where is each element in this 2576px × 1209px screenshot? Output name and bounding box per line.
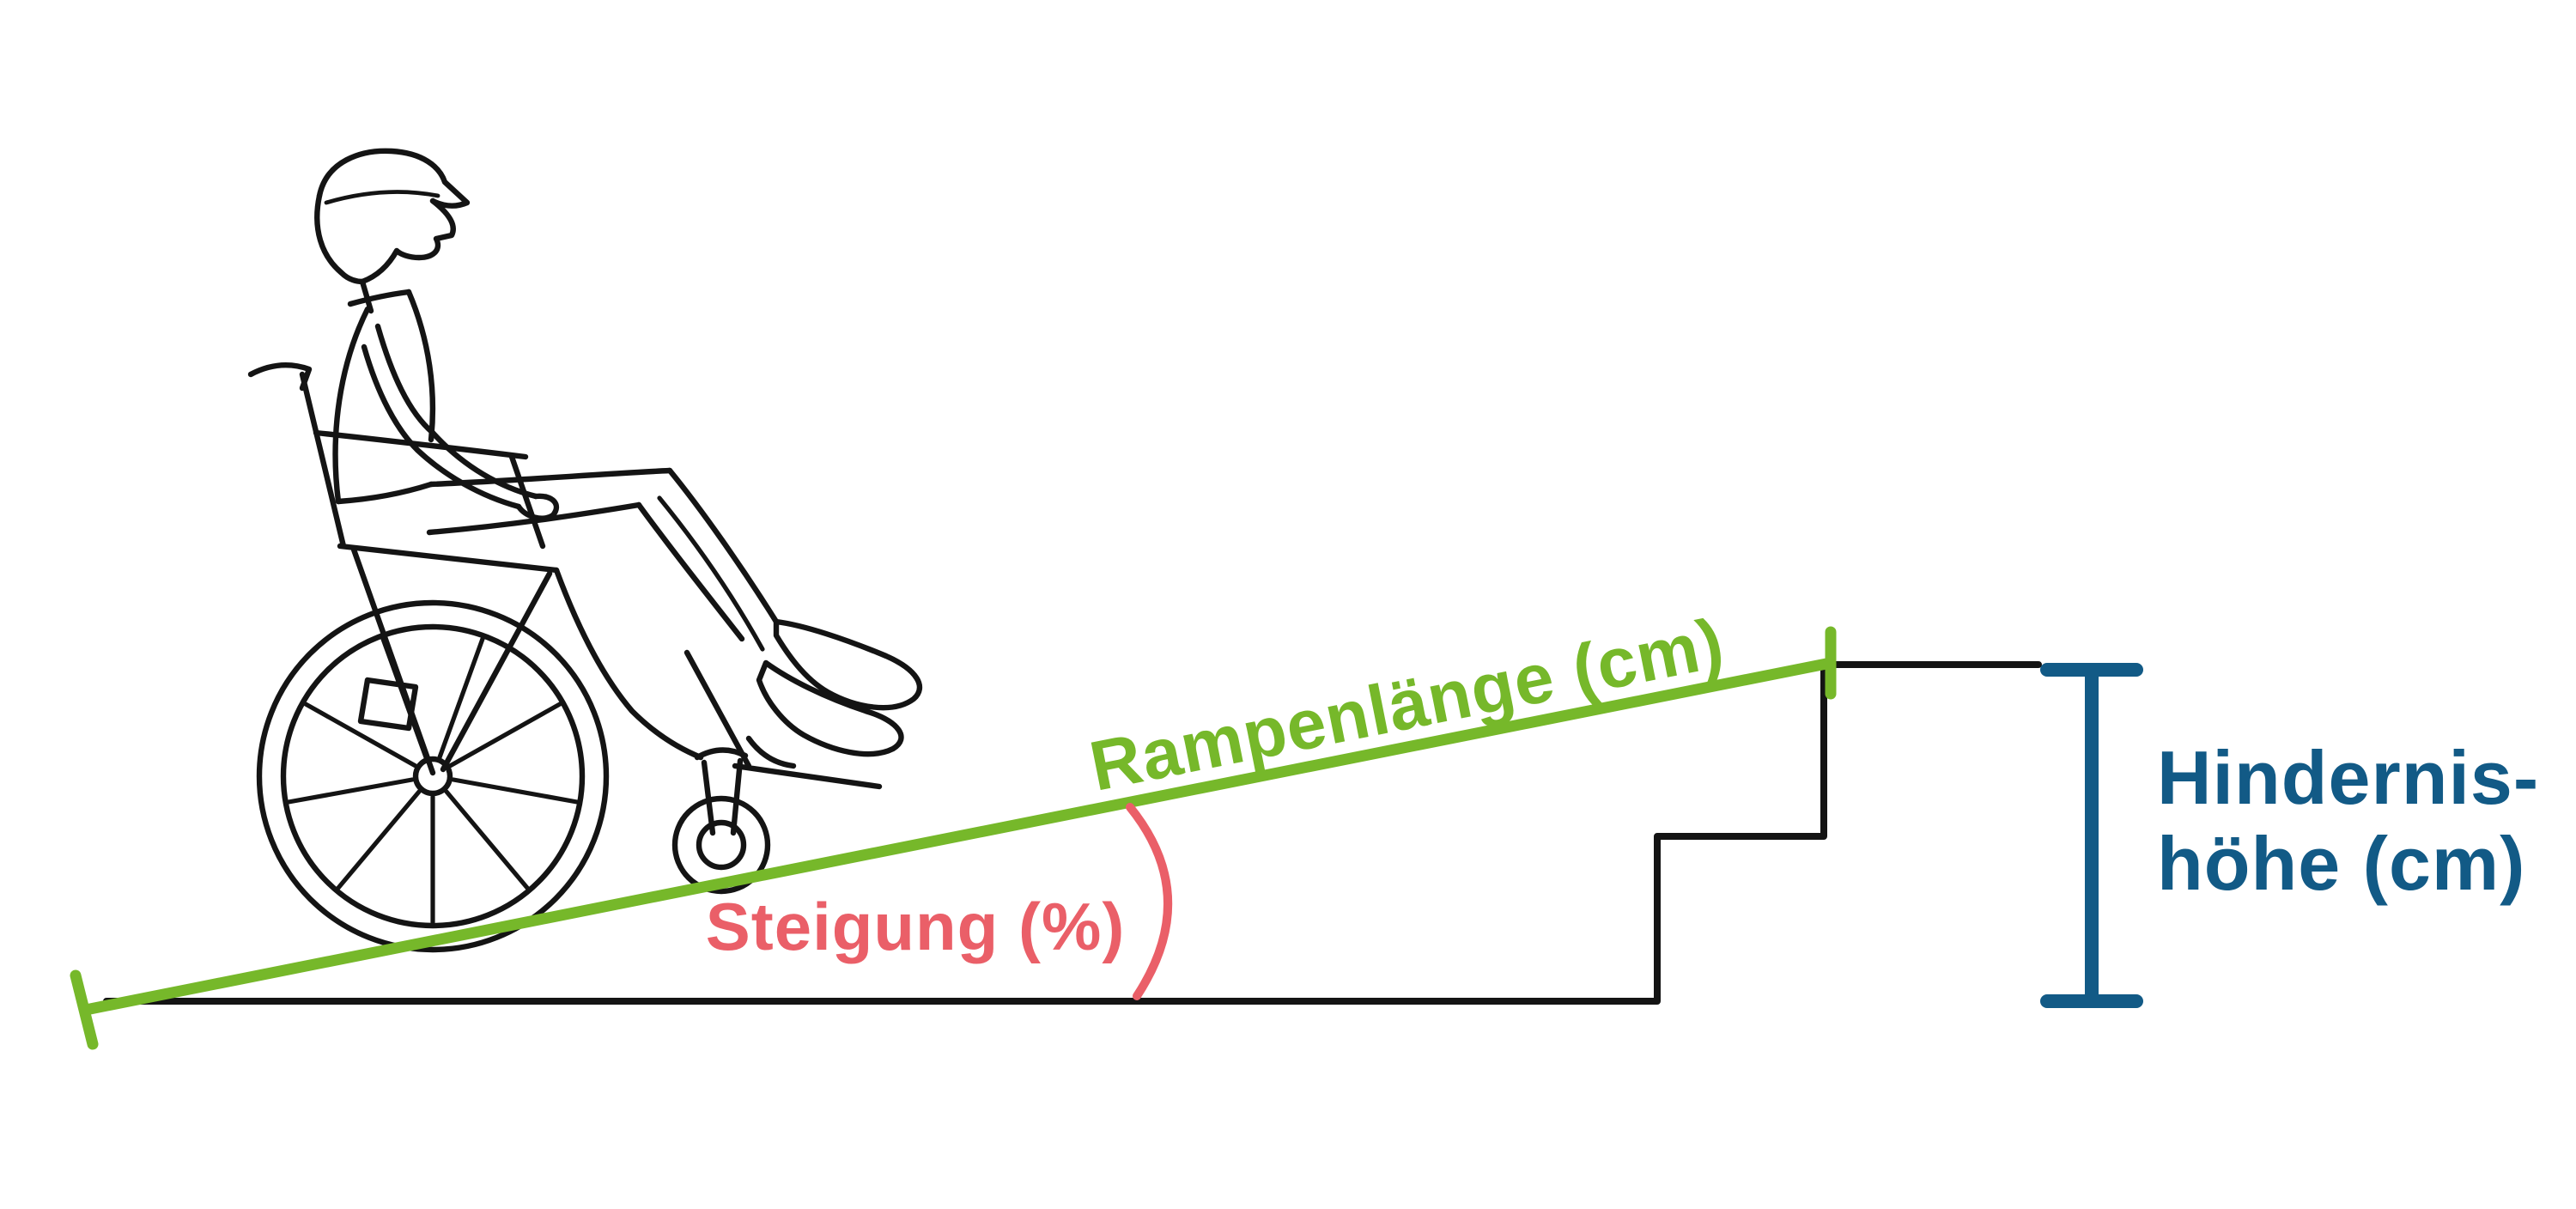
obstacle-height-bracket	[2040, 663, 2143, 1008]
front-frame	[553, 567, 704, 761]
ground-and-steps-line	[103, 661, 2042, 1005]
cross-brace	[350, 546, 553, 776]
rear-wheel-rim	[280, 623, 586, 929]
arm-forearm	[429, 429, 539, 500]
wheelchair-user-drawing	[247, 148, 923, 953]
hand	[515, 493, 560, 521]
push-handle	[247, 362, 313, 392]
shoe-lower	[756, 659, 904, 757]
armrest	[313, 429, 546, 550]
torso-front	[405, 289, 436, 443]
caster-wheel-tire	[671, 795, 771, 895]
slope-angle-arc	[1126, 803, 1172, 1000]
second-leg	[657, 495, 765, 652]
ink	[103, 148, 2042, 1005]
cap	[316, 148, 471, 209]
arm-underside	[361, 343, 522, 510]
obstacle-height-label-line2: höhe (cm)	[2157, 821, 2525, 906]
rear-wheel-tire	[256, 599, 610, 953]
shoe-upper	[773, 618, 923, 711]
slope-label: Steigung (%)	[706, 889, 1126, 964]
seat-rail	[337, 543, 560, 574]
footrest	[683, 649, 883, 790]
shin-front	[666, 467, 780, 625]
frame-back-post	[299, 371, 347, 550]
ramp-slope-line	[80, 657, 1837, 1016]
obstacle-height-label-line1: Hindernis-	[2157, 735, 2539, 820]
rear-wheel-spokes	[286, 636, 580, 925]
neck-collar	[347, 278, 412, 314]
rear-wheel-hub	[412, 756, 453, 797]
arm-upper	[374, 323, 436, 436]
cap-band	[324, 190, 440, 205]
caster-wheel-hub	[696, 819, 747, 871]
torso-back	[332, 306, 371, 505]
face-profile	[359, 197, 456, 285]
thigh-top	[428, 467, 673, 488]
ramp-start-tick	[70, 969, 99, 1050]
ramp-line	[70, 626, 1837, 1050]
jacket-hem	[335, 481, 434, 505]
thigh-front	[426, 501, 642, 536]
head-back	[314, 192, 366, 285]
calf-back	[635, 501, 745, 642]
